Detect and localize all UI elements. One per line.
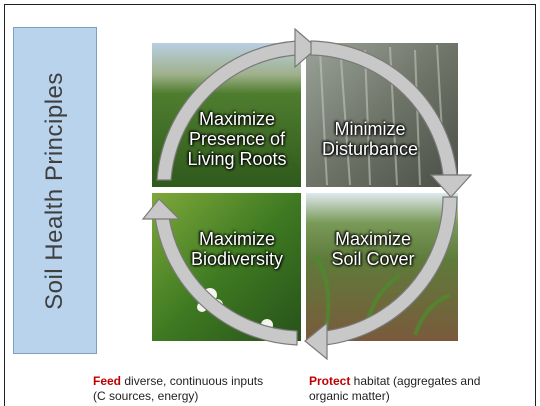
caption-protect-text: habitat (aggregates and [350,374,481,388]
slide: Soil Health Principles [4,4,536,406]
caption-feed-keyword: Feed [93,374,122,388]
label-maximize-soil-cover: Maximize Soil Cover [331,229,415,269]
caption-feed-line2: (C sources, energy) [93,389,199,403]
label-maximize-biodiversity: Maximize Biodiversity [190,229,284,269]
caption-protect-keyword: Protect [309,374,351,388]
side-title-bar: Soil Health Principles [13,27,97,354]
label-living-roots: Maximize Presence of Living Roots [187,109,287,169]
caption-protect: Protect habitat (aggregates and organic … [309,374,529,404]
caption-feed-text: diverse, continuous inputs [121,374,264,388]
cycle-diagram [141,27,473,361]
caption-feed: Feed diverse, continuous inputs (C sourc… [93,374,313,404]
caption-protect-line2: organic matter) [309,389,390,403]
cycle-arrow-icon [141,27,473,361]
label-minimize-disturbance: Minimize Disturbance [321,119,419,159]
residue-stalk-lines [319,44,446,186]
